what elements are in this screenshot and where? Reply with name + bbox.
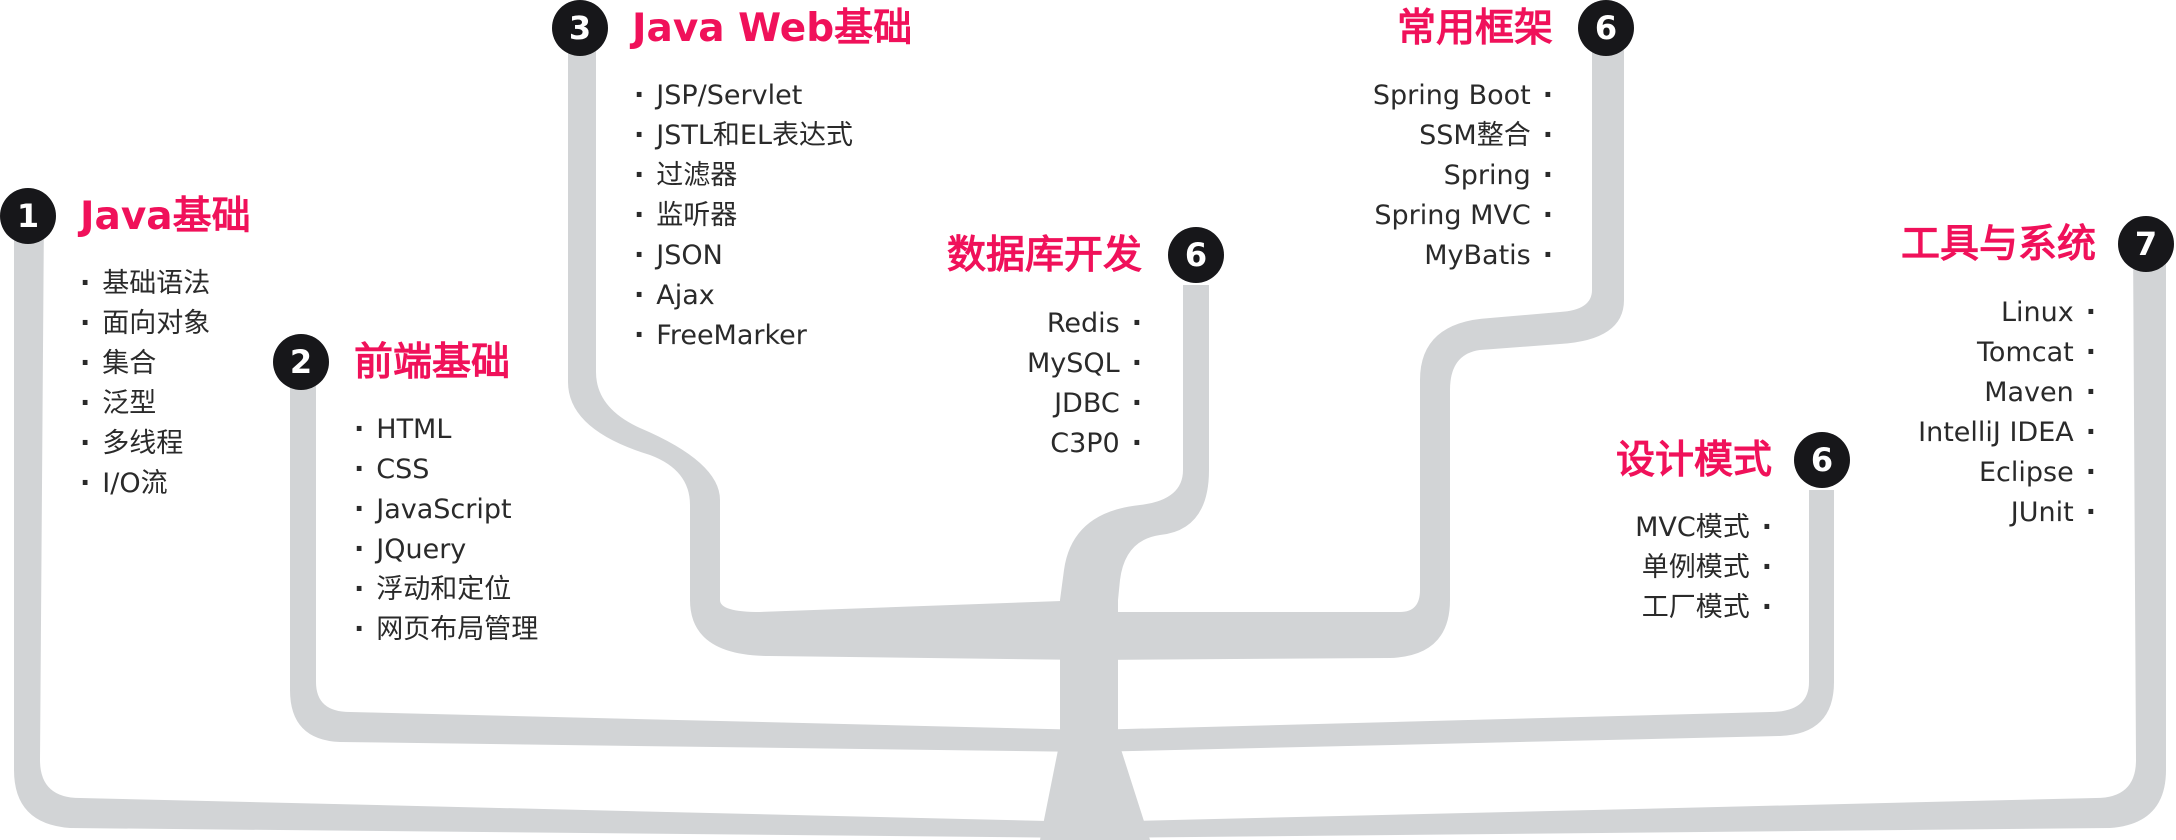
list-branch-7: Linux Tomcat Maven IntelliJ IDEA Eclipse… [1918,293,2096,533]
list-item: FreeMarker [634,316,853,356]
branch-3-stem [568,50,1089,660]
list-item: 网页布局管理 [354,610,538,650]
list-item: Linux [1918,293,2096,333]
title-branch-7: 工具与系统 [1900,222,2096,267]
list-item: 工厂模式 [1635,588,1772,628]
list-item: Spring Boot [1373,76,1553,116]
list-item: JSON [634,236,853,276]
list-item: JQuery [354,530,538,570]
badge-branch-3: 3 [552,0,608,56]
list-item: IntelliJ IDEA [1918,413,2096,453]
list-branch-4: Redis MySQL JDBC C3P0 [1027,304,1142,464]
list-item: Maven [1918,373,2096,413]
badge-branch-6: 6 [1794,432,1850,488]
title-branch-6: 设计模式 [1615,438,1772,483]
list-item: JUnit [1918,493,2096,533]
list-item: JDBC [1027,384,1142,424]
list-item: SSM整合 [1373,116,1553,156]
list-item: Tomcat [1918,333,2096,373]
list-item: Redis [1027,304,1142,344]
list-branch-6: MVC模式 单例模式 工厂模式 [1635,508,1772,628]
list-item: 过滤器 [634,156,853,196]
list-branch-3: JSP/Servlet JSTL和EL表达式 过滤器 监听器 JSON Ajax… [634,76,853,356]
title-branch-3: Java Web基础 [632,6,913,51]
list-item: CSS [354,450,538,490]
trunk [1040,600,1150,840]
title-branch-5: 常用框架 [1396,6,1553,51]
branch-6c-stem [1060,285,1209,600]
list-item: Eclipse [1918,453,2096,493]
list-branch-5: Spring Boot SSM整合 Spring Spring MVC MyBa… [1373,76,1553,276]
badge-branch-5: 6 [1578,0,1634,56]
title-branch-2: 前端基础 [354,340,511,385]
list-item: MyBatis [1373,236,1553,276]
branch-6b-stem [1089,490,1834,752]
list-item: 监听器 [634,196,853,236]
list-branch-1: 基础语法 面向对象 集合 泛型 多线程 I/O流 [80,264,210,504]
list-item: 浮动和定位 [354,570,538,610]
list-item: JSP/Servlet [634,76,853,116]
list-item: I/O流 [80,464,210,504]
list-item: MVC模式 [1635,508,1772,548]
list-item: 多线程 [80,424,210,464]
list-item: 集合 [80,344,210,384]
list-item: Spring [1373,156,1553,196]
list-item: 基础语法 [80,264,210,304]
badge-branch-1: 1 [0,188,56,244]
list-branch-2: HTML CSS JavaScript JQuery 浮动和定位 网页布局管理 [354,410,538,650]
branch-2-stem [290,385,1089,752]
list-item: C3P0 [1027,424,1142,464]
title-branch-1: Java基础 [80,194,251,239]
list-item: JavaScript [354,490,538,530]
list-item: 面向对象 [80,304,210,344]
list-item: 单例模式 [1635,548,1772,588]
list-item: HTML [354,410,538,450]
title-branch-4: 数据库开发 [946,233,1142,278]
badge-branch-4: 6 [1168,227,1224,283]
list-item: MySQL [1027,344,1142,384]
list-item: JSTL和EL表达式 [634,116,853,156]
list-item: Spring MVC [1373,196,1553,236]
list-item: 泛型 [80,384,210,424]
badge-branch-2: 2 [273,334,329,390]
list-item: Ajax [634,276,853,316]
badge-branch-7: 7 [2118,216,2174,272]
